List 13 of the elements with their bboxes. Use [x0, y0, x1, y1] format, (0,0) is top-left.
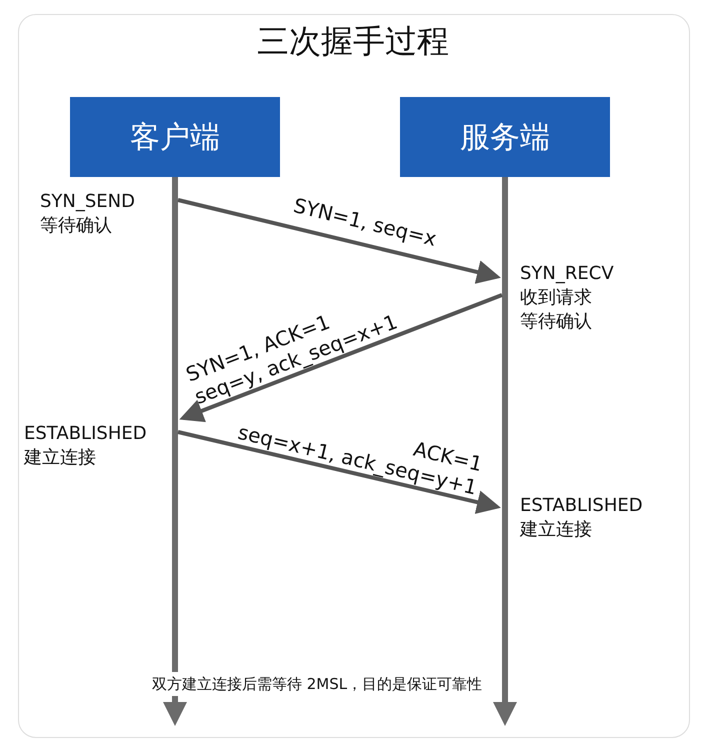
- note-text: 双方建立连接后需等待 2MSL，目的是保证可靠性: [150, 672, 484, 696]
- state-label: ESTABLISHED 建立连接: [520, 494, 644, 542]
- title: 三次握手过程: [256, 21, 450, 62]
- message-arrow: [179, 293, 503, 422]
- participant-box: 服务端: [400, 97, 610, 177]
- participant-box: 客户端: [70, 97, 280, 177]
- state-label: ESTABLISHED 建立连接: [24, 422, 148, 470]
- state-label: SYN_RECV 收到请求等待确认: [520, 262, 615, 334]
- state-label: SYN_SEND 等待确认: [40, 190, 136, 238]
- edge-label: SYN=1, seq=x: [291, 193, 439, 251]
- lifeline-arrow: [493, 177, 517, 726]
- message-arrow: [178, 198, 501, 284]
- message-arrow: [178, 430, 501, 514]
